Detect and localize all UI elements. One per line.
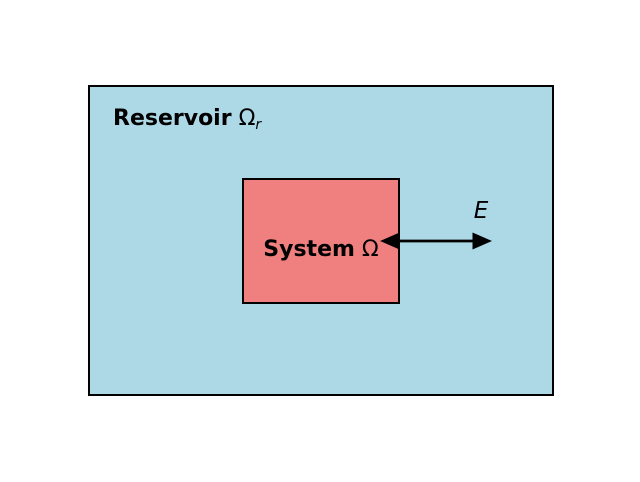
reservoir-label: Reservoir Ωr	[113, 108, 261, 136]
system-label: System Ω	[242, 239, 400, 261]
label-space	[232, 106, 239, 131]
label-space	[355, 237, 362, 262]
system-box	[242, 178, 400, 304]
reservoir-omega-symbol: Ω	[238, 106, 256, 131]
energy-label: E	[473, 198, 489, 224]
energy-exchange-arrow	[380, 232, 492, 250]
reservoir-omega-subscript: r	[255, 117, 262, 133]
system-label-text: System	[263, 237, 355, 262]
reservoir-label-text: Reservoir	[113, 106, 232, 131]
system-omega-symbol: Ω	[361, 237, 379, 262]
arrow-head-right-icon	[472, 232, 492, 250]
arrow-head-left-icon	[380, 232, 400, 250]
